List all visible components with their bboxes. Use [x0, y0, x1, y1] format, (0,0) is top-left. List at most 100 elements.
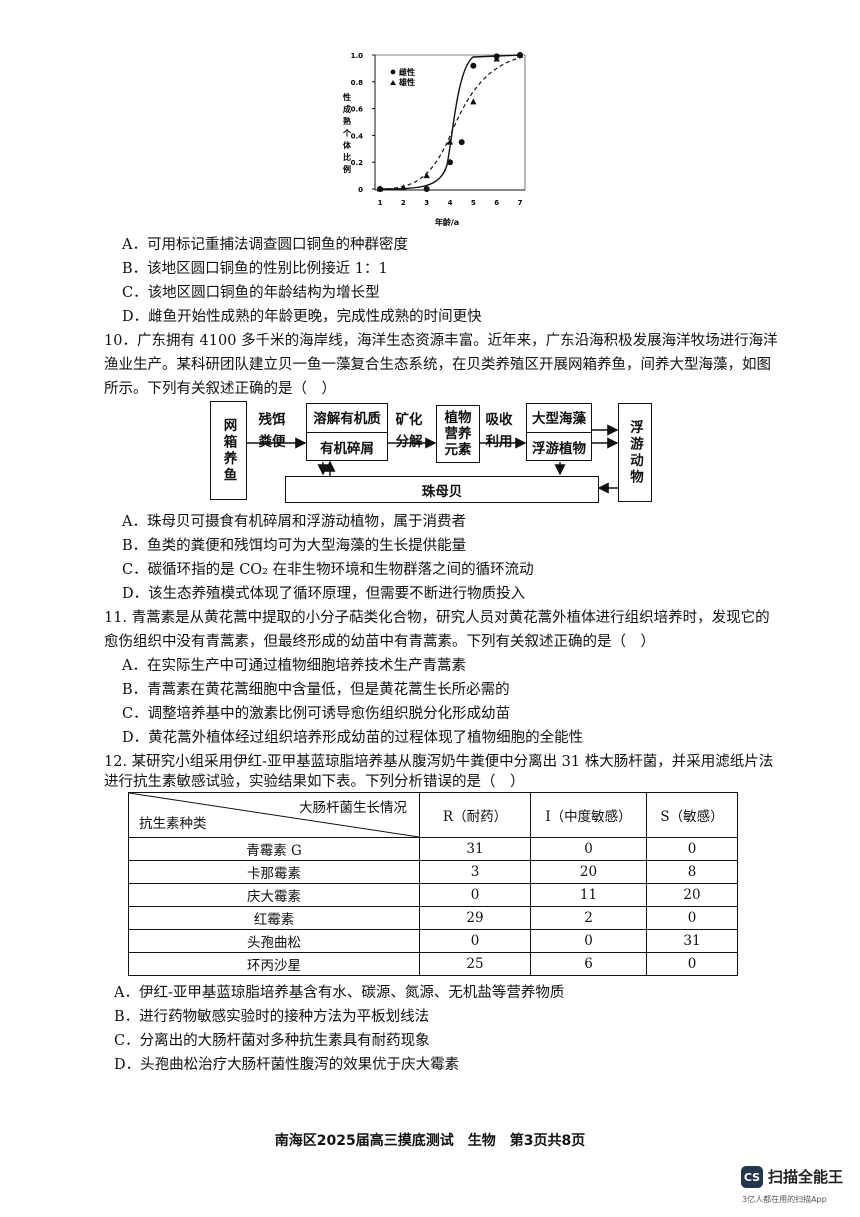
- zooplankton-box: 浮游动物: [618, 403, 652, 502]
- q12-option-c: C．分离出的大肠杆菌对多种抗生素具有耐药现象: [114, 1033, 430, 1049]
- q10-stem-line1: 10．广东拥有 4100 多千米的海岸线，海洋生态资源丰富。近年来，广东沿海积极…: [104, 333, 778, 349]
- x-axis-label: 年龄/a: [435, 217, 459, 227]
- male-point: [376, 185, 384, 192]
- y-axis-label-char: 熟: [343, 116, 351, 126]
- pearl-oyster-box: 珠母贝: [285, 476, 599, 503]
- y-tick-label: 0.4: [351, 132, 364, 140]
- female-point: [447, 159, 453, 166]
- nutrient-box: 植物营养元素: [436, 405, 480, 463]
- table-cell: 8: [646, 860, 738, 884]
- male-point: [400, 184, 407, 191]
- debris-label: 有机碎屑: [307, 432, 387, 457]
- column-header: S（敏感）: [646, 792, 738, 838]
- table-cell: 31: [646, 929, 738, 953]
- q9-option-a: A．可用标记重捕法调查圆口铜鱼的种群密度: [122, 237, 408, 253]
- organic-box: 溶解有机质 有机碎屑: [306, 403, 388, 461]
- absorb-label-2: 利用: [485, 434, 513, 450]
- antibiotic-name: 庆大霉素: [128, 883, 420, 907]
- q10-option-b: B．鱼类的粪便和残饵均可为大型海藻的生长提供能量: [122, 538, 467, 554]
- residue-label-1: 残饵: [258, 412, 286, 428]
- female-curve: [379, 54, 524, 190]
- table-header-row: 大肠杆菌生长情况 抗生素种类 R（耐药） I（中度敏感） S（敏感）: [128, 792, 738, 838]
- table-cell: 20: [530, 860, 647, 884]
- scanner-name: 扫描全能王: [768, 1168, 844, 1186]
- table-cell: 0: [646, 906, 738, 930]
- y-axis-label-char: 成: [343, 104, 351, 114]
- y-axis-label-char: 例: [343, 164, 351, 174]
- table-cell: 3: [419, 860, 531, 884]
- legend: 雌性 雄性: [390, 67, 415, 87]
- table-cell: 11: [530, 883, 647, 907]
- y-tick-label: 0.2: [351, 159, 364, 167]
- table-cell: 25: [419, 952, 531, 976]
- x-tick-label: 3: [424, 199, 429, 207]
- absorb-label-1: 吸收: [485, 412, 513, 428]
- male-point: [470, 98, 477, 105]
- table-cell: 0: [646, 952, 738, 976]
- antibiotic-name: 红霉素: [128, 906, 420, 930]
- q12-stem-line2: 进行抗生素敏感试验，实验结果如下表。下列分析错误的是（ ）: [104, 774, 525, 790]
- y-axis-label-char: 个: [342, 128, 352, 138]
- antibiotic-name: 环丙沙星: [128, 952, 420, 976]
- legend-male: 雄性: [398, 77, 415, 87]
- table-cell: 2: [530, 906, 647, 930]
- fish-box: 网箱养鱼: [210, 401, 247, 500]
- q9-option-c: C．该地区圆口铜鱼的年龄结构为增长型: [122, 285, 380, 301]
- q10-option-c: C．碳循环指的是 CO₂ 在非生物环境和生物群落之间的循环流动: [122, 562, 534, 578]
- q11-option-b: B．青蒿素在黄花蒿细胞中含量低，但是黄花蒿生长所必需的: [122, 682, 510, 698]
- table-cell: 0: [530, 929, 647, 953]
- male-point: [446, 138, 454, 145]
- algae-label: 大型海藻: [532, 410, 586, 427]
- x-tick-label: 6: [494, 199, 499, 207]
- x-tick-label: 2: [401, 199, 406, 207]
- table-cell: 20: [646, 883, 738, 907]
- q12-option-a: A．伊红-亚甲基蓝琼脂培养基含有水、碳源、氮源、无机盐等营养物质: [114, 985, 565, 1001]
- y-axis-label-char: 性: [343, 92, 351, 102]
- q12-option-b: B．进行药物敏感实验时的接种方法为平板划线法: [114, 1009, 430, 1025]
- male-point: [423, 172, 430, 179]
- antibiotic-name: 青霉素 G: [128, 837, 420, 861]
- q11-option-c: C．调整培养基中的激素比例可诱导愈伤组织脱分化形成幼苗: [122, 706, 511, 722]
- mineral-label-1: 矿化: [395, 412, 423, 428]
- q11-option-d: D．黄花蒿外植体经过组织培养形成幼苗的过程体现了植物细胞的全能性: [122, 730, 584, 746]
- table-cell: 29: [419, 906, 531, 930]
- male-point: [493, 55, 500, 62]
- q11-stem-line2: 愈伤组织中没有青蒿素，但最终形成的幼苗中有青蒿素。下列有关叙述正确的是（ ）: [104, 634, 655, 650]
- q12-stem-line1: 12. 某研究小组采用伊红-亚甲基蓝琼脂培养基从腹泻奶牛粪便中分离出 31 株大…: [104, 754, 774, 770]
- q9-option-d: D．雌鱼开始性成熟的年龄更晚，完成性成熟的时间更快: [122, 309, 482, 325]
- female-point: [458, 139, 465, 146]
- q12-option-d: D．头孢曲松治疗大肠杆菌性腹泻的效果优于庆大霉素: [114, 1057, 460, 1073]
- antibiotic-name: 卡那霉素: [128, 860, 420, 884]
- female-point: [423, 186, 430, 192]
- x-tick-label: 1: [378, 199, 383, 207]
- x-tick-label: 7: [518, 199, 523, 207]
- q10-option-d: D．该生态养殖模式体现了循环原理，但需要不断进行物质投入: [122, 586, 526, 602]
- table-cell: 0: [646, 837, 738, 861]
- table-cell: 0: [530, 837, 647, 861]
- page-footer: 南海区2025届高三摸底测试 生物 第3页共8页: [274, 1133, 586, 1149]
- female-point: [470, 62, 477, 69]
- phyto-label: 浮游植物: [527, 432, 591, 457]
- q11-stem-line1: 11. 青蒿素是从黄花蒿中提取的小分子萜类化合物，研究人员对黄花蒿外植体进行组织…: [104, 610, 770, 626]
- q9-option-b: B．该地区圆口铜鱼的性别比例接近 1：1: [122, 261, 388, 277]
- table-cell: 0: [419, 883, 531, 907]
- table-cell: 31: [419, 837, 531, 861]
- q11-option-a: A．在实际生产中可通过植物细胞培养技术生产青蒿素: [122, 658, 466, 674]
- corner-top-label: 大肠杆菌生长情况: [299, 800, 407, 816]
- table-cell: 0: [419, 929, 531, 953]
- y-tick-label: 0: [358, 186, 363, 194]
- dom-label: 溶解有机质: [313, 410, 381, 427]
- y-tick-label: 0.8: [351, 79, 364, 87]
- scanner-logo: CS: [741, 1166, 763, 1188]
- legend-female: 雌性: [399, 67, 415, 77]
- male-curve: [379, 56, 524, 190]
- table-corner-cell: 大肠杆菌生长情况 抗生素种类: [128, 792, 420, 838]
- residue-label-2: 粪便: [258, 434, 286, 450]
